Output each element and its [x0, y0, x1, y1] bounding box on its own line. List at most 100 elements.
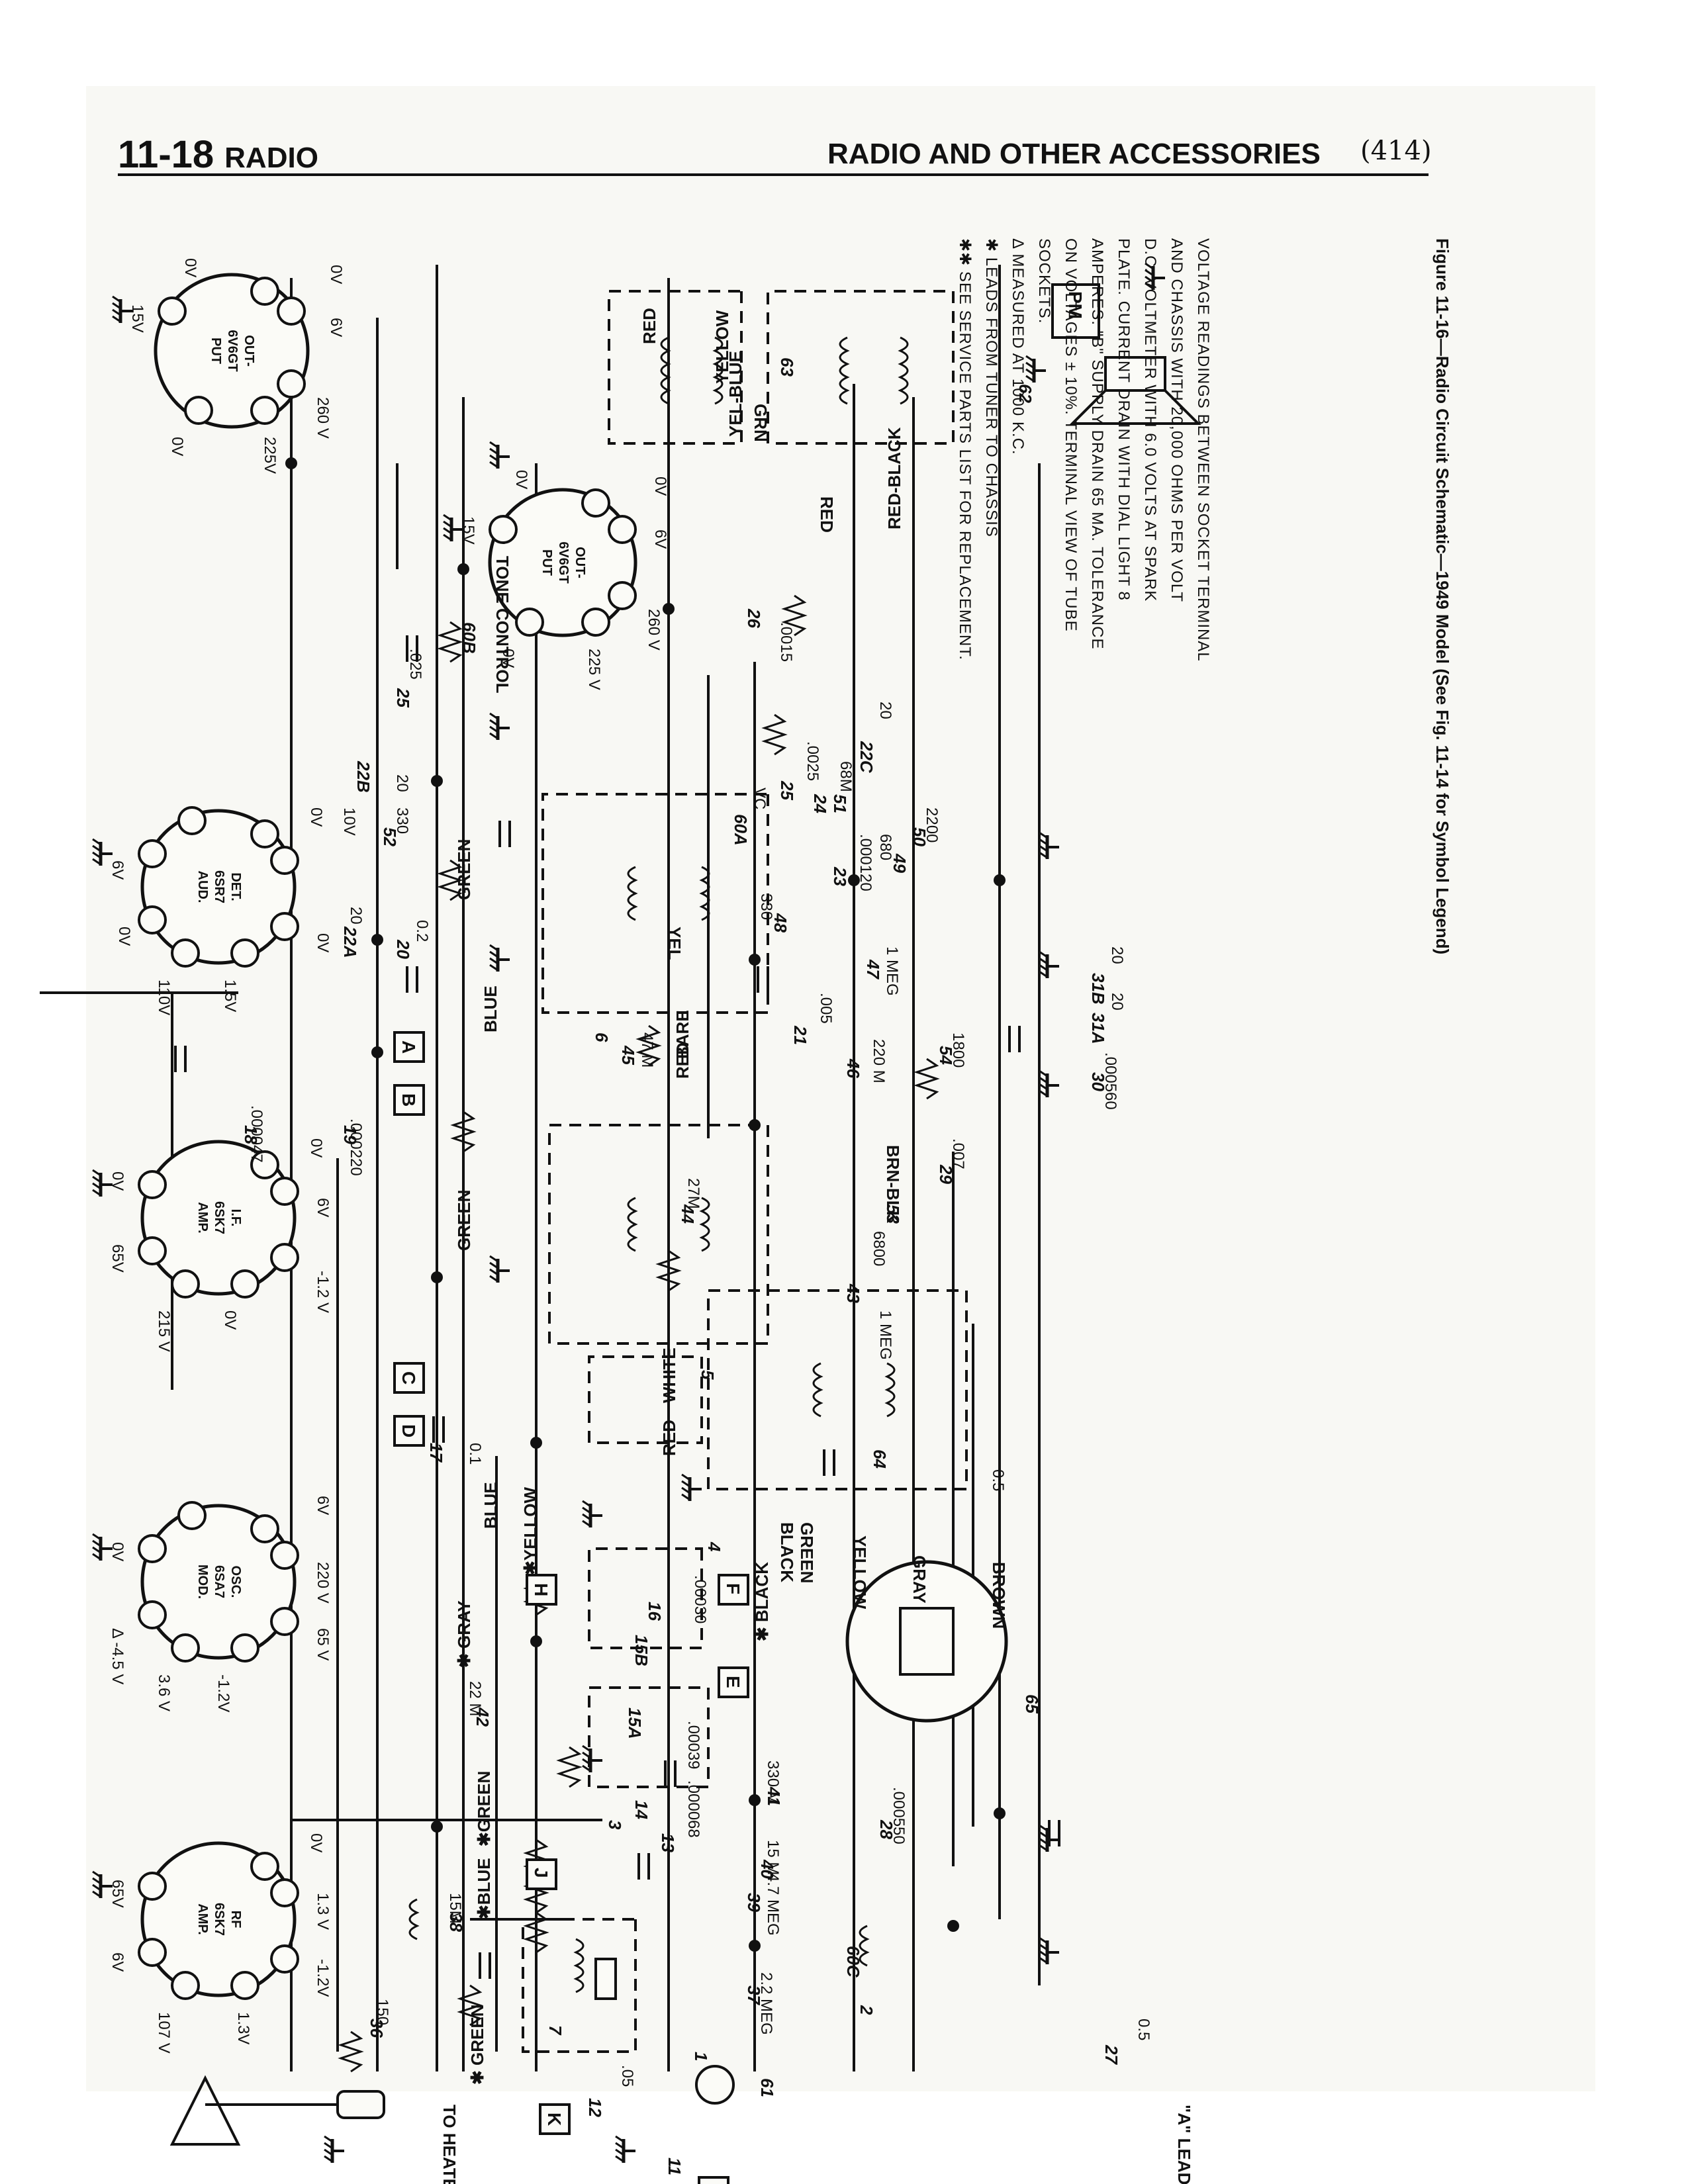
- svg-text:15V: 15V: [128, 304, 146, 333]
- svg-text:0V: 0V: [109, 1171, 126, 1191]
- svg-text:6SR7: 6SR7: [212, 870, 226, 903]
- svg-text:PUT: PUT: [209, 338, 223, 364]
- svg-text:1800: 1800: [949, 1032, 967, 1068]
- svg-text:0V: 0V: [327, 265, 345, 284]
- svg-text:✱ LEADS FROM TUNER TO CHASSIS: ✱ LEADS FROM TUNER TO CHASSIS: [982, 238, 1000, 537]
- svg-text:14: 14: [632, 1800, 651, 1819]
- svg-text:GREEN: GREEN: [797, 1522, 817, 1583]
- svg-text:C: C: [399, 1371, 419, 1385]
- svg-text:60B: 60B: [459, 622, 479, 654]
- bus-wires: [40, 265, 1041, 2071]
- svg-text:28: 28: [876, 1819, 896, 1839]
- tube-det: DET. 6SR7 AUD. 0V 10V 0V 1.5V 110V 0V 6V: [109, 806, 358, 1015]
- svg-text:0V: 0V: [499, 649, 517, 668]
- svg-text:64: 64: [870, 1449, 890, 1469]
- svg-text:PLATE. CURRENT DRAIN WITH DIAL: PLATE. CURRENT DRAIN WITH DIAL LIGHT 8: [1115, 238, 1133, 601]
- svg-text:65V: 65V: [109, 1880, 126, 1908]
- svg-text:6V: 6V: [314, 1198, 332, 1217]
- tube-if: I.F. 6SK7 AMP. 0V 6V -1.2 V 0V 215 V 65V…: [109, 1138, 332, 1352]
- svg-text:6V: 6V: [314, 1496, 332, 1515]
- svg-text:✱GREEN: ✱GREEN: [474, 1771, 494, 1846]
- svg-text:29: 29: [936, 1164, 956, 1184]
- svg-text:OSC.: OSC.: [228, 1566, 243, 1598]
- svg-text:.000550: .000550: [890, 1787, 908, 1844]
- resistors: [338, 594, 940, 2073]
- svg-text:AMPERES. "B" SUPPLY DRAIN 65 M: AMPERES. "B" SUPPLY DRAIN 65 MA. TOLERAN…: [1088, 238, 1106, 649]
- svg-text:0V: 0V: [115, 927, 133, 946]
- dial-light: [594, 1958, 735, 2105]
- svg-text:31B: 31B: [1088, 973, 1108, 1005]
- svg-text:7: 7: [545, 2025, 565, 2036]
- svg-text:RED: RED: [659, 1420, 679, 1456]
- svg-text:6V6GT: 6V6GT: [556, 541, 571, 583]
- svg-text:48: 48: [771, 913, 790, 933]
- svg-text:0V: 0V: [109, 1542, 126, 1561]
- svg-text:BLUE: BLUE: [481, 1482, 500, 1529]
- svg-text:51: 51: [830, 794, 850, 813]
- svg-text:20: 20: [1108, 993, 1126, 1011]
- svg-text:65 V: 65 V: [314, 1628, 332, 1661]
- svg-text:220 V: 220 V: [314, 1562, 332, 1604]
- svg-text:.00030: .00030: [691, 1575, 709, 1623]
- svg-text:150: 150: [373, 1999, 391, 2025]
- svg-text:20: 20: [876, 702, 894, 719]
- svg-text:Δ MEASURED AT 1000 K.C.: Δ MEASURED AT 1000 K.C.: [1009, 238, 1027, 455]
- svg-text:19: 19: [340, 1125, 360, 1144]
- svg-text:6V6GT: 6V6GT: [225, 330, 240, 371]
- svg-text:3.6 V: 3.6 V: [155, 1674, 173, 1711]
- antenna: [169, 2075, 385, 2146]
- svg-text:61: 61: [757, 2078, 777, 2097]
- tube-out1: OUT- 6V6GT PUT 0V 6V 260 V 225V 0V 15V 0…: [128, 258, 345, 474]
- header-rule: [118, 173, 1429, 176]
- svg-text:0V: 0V: [307, 1833, 325, 1852]
- svg-text:65: 65: [1022, 1694, 1042, 1713]
- svg-text:YEL: YEL: [665, 927, 684, 960]
- svg-text:B: B: [399, 1093, 419, 1107]
- svg-text:BROWN: BROWN: [989, 1562, 1009, 1629]
- svg-text:18: 18: [241, 1125, 261, 1144]
- svg-text:BRN-BLK: BRN-BLK: [883, 1145, 903, 1224]
- svg-text:GRAY: GRAY: [910, 1555, 929, 1604]
- svg-text:✱YELLOW: ✱YELLOW: [520, 1487, 540, 1575]
- svg-text:6V: 6V: [109, 1952, 126, 1972]
- svg-text:330: 330: [757, 893, 775, 920]
- coils: [408, 336, 909, 1993]
- svg-text:.025: .025: [406, 649, 424, 680]
- svg-text:36: 36: [367, 2019, 387, 2038]
- svg-text:✱ BLACK: ✱ BLACK: [752, 1562, 772, 1641]
- svg-text:✱BLUE: ✱BLUE: [474, 1858, 494, 1919]
- svg-text:✱✱ SEE SERVICE PARTS LIST FOR: ✱✱ SEE SERVICE PARTS LIST FOR REPLACEMEN…: [956, 238, 974, 660]
- svg-text:"A" LEAD: "A" LEAD: [1174, 2105, 1194, 2184]
- svg-text:SOCKETS.: SOCKETS.: [1035, 238, 1053, 324]
- capacitors: [174, 635, 1060, 1979]
- svg-text:15A: 15A: [625, 1707, 645, 1739]
- svg-text:220 M: 220 M: [870, 1039, 888, 1083]
- svg-text:.0025: .0025: [804, 741, 821, 781]
- svg-text:6800: 6800: [870, 1231, 888, 1266]
- svg-text:GREEN: GREEN: [454, 839, 474, 900]
- svg-text:47 M: 47 M: [638, 1032, 656, 1068]
- svg-text:GRN: GRN: [751, 404, 771, 442]
- tube-out2: OUT- 6V6GT PUT 0V 6V 260 V 225 V 0V 15V …: [459, 470, 669, 690]
- svg-text:24: 24: [810, 794, 830, 813]
- vibrator-65: [845, 1560, 1008, 1723]
- svg-text:YEL-BLUE: YEL-BLUE: [726, 351, 745, 437]
- svg-text:10V: 10V: [340, 807, 358, 836]
- svg-text:65V: 65V: [109, 1244, 126, 1273]
- svg-text:0V: 0V: [221, 1310, 239, 1330]
- svg-text:-1.2V: -1.2V: [214, 1674, 232, 1712]
- svg-text:-1.2 V: -1.2 V: [314, 1271, 332, 1313]
- svg-text:.000220: .000220: [347, 1118, 365, 1176]
- svg-text:40: 40: [757, 1859, 777, 1879]
- svg-text:6V: 6V: [651, 529, 669, 549]
- svg-text:6SK7: 6SK7: [212, 1903, 226, 1936]
- svg-text:4.7 MEG: 4.7 MEG: [764, 1873, 782, 1936]
- svg-text:0V: 0V: [651, 477, 669, 496]
- svg-text:25: 25: [393, 688, 413, 707]
- svg-text:45: 45: [618, 1045, 638, 1065]
- tube-rf: RF 6SK7 AMP. 0V 1.3 V -1.2V 1.3V 107 V 6…: [109, 1833, 332, 2054]
- svg-text:22B: 22B: [353, 760, 373, 793]
- svg-text:39: 39: [744, 1893, 764, 1912]
- svg-text:0.2: 0.2: [413, 920, 431, 942]
- svg-text:ON VOLTAGES ± 10%. TERMINAL VI: ON VOLTAGES ± 10%. TERMINAL VIEW OF TUBE: [1062, 238, 1080, 632]
